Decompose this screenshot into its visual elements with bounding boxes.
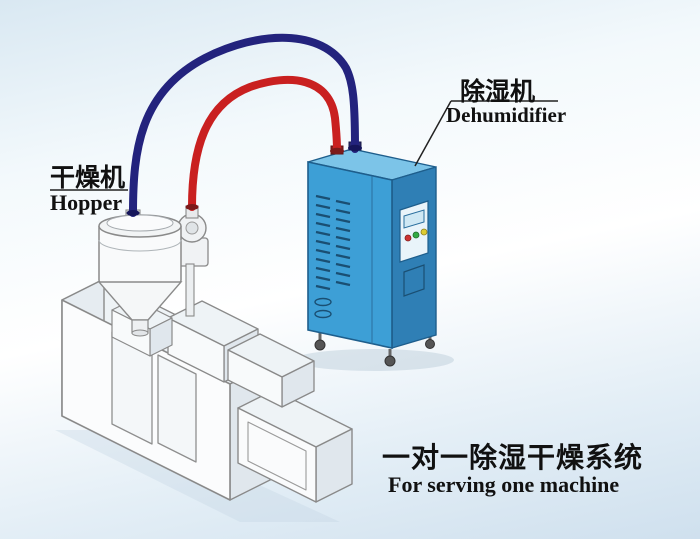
return-air-pipe — [129, 33, 359, 217]
dehumidifier-unit — [307, 141, 437, 367]
caster-wheel — [425, 339, 435, 349]
dehumidifier-front — [307, 161, 393, 349]
caption-en: For serving one machine — [388, 472, 620, 497]
rear-unit-panel — [247, 421, 307, 491]
extruder-rear-unit-front — [237, 407, 317, 503]
pipe-fitting — [348, 144, 362, 152]
panel-button-green — [412, 231, 420, 239]
dehumidifier-label-en: Dehumidifier — [446, 103, 567, 127]
caster-wheel — [384, 355, 396, 367]
side-vent-panel — [403, 264, 425, 297]
caption-zh: 一对一除湿干燥系统 — [382, 441, 644, 474]
blower-fan-hub — [185, 221, 199, 235]
barrel-box-front — [227, 349, 283, 408]
hopper-band — [98, 239, 182, 252]
dryer-label-en: Hopper — [50, 190, 123, 215]
loading-tube — [185, 263, 195, 317]
pipe-fitting — [185, 204, 199, 210]
pipe-fitting — [330, 147, 344, 155]
dry-air-pipe — [188, 75, 341, 211]
hopper-lid-inner — [106, 214, 174, 232]
hoses — [126, 33, 362, 217]
dryer-label-zh: 干燥机 — [50, 163, 126, 192]
dehumidifier-leader-line — [414, 100, 452, 167]
dehumidifier-label-zh: 除湿机 — [460, 77, 536, 106]
oval-vent — [314, 297, 332, 307]
label-leaders — [50, 100, 558, 191]
dehumidifier-shadow — [294, 349, 454, 371]
panel-display — [403, 209, 425, 229]
vent-slots-column-1 — [315, 194, 331, 291]
hopper-dryer — [97, 205, 209, 337]
pipe-fitting — [126, 210, 140, 216]
caster-wheel — [314, 339, 326, 351]
panel-button-red — [404, 234, 412, 242]
oval-vent — [314, 309, 332, 319]
caster-wheels — [314, 332, 435, 367]
cabinet-door — [157, 354, 197, 463]
panel-button-yellow — [420, 228, 428, 236]
vent-slots-column-2 — [335, 199, 351, 287]
hopper-outlet-flange — [131, 329, 149, 337]
